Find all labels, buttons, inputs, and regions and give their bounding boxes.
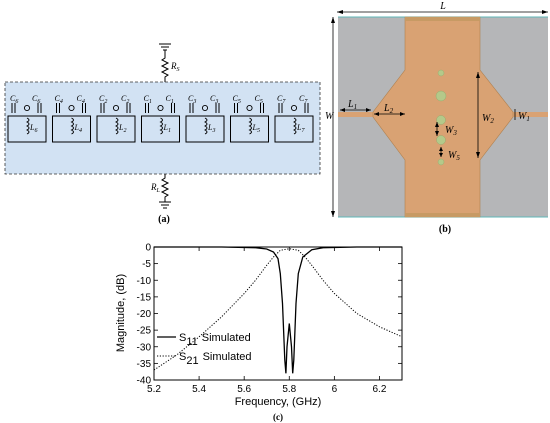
- inductor-label: L3: [207, 123, 215, 134]
- chart-curves: [153, 246, 403, 374]
- capacitor-label: C5: [255, 94, 263, 105]
- ground-symbol-top: [159, 43, 171, 55]
- capacitor-label: C1: [166, 94, 174, 105]
- inductor-label: L2: [118, 123, 126, 134]
- y-tick-label: -35: [137, 359, 152, 370]
- inductor-label: L7: [296, 123, 305, 134]
- y-tick-label: 0: [145, 243, 151, 254]
- capacitor-label: C5: [233, 94, 241, 105]
- x-tick-label: 5.2: [147, 384, 161, 395]
- y-tick-label: -10: [137, 276, 152, 287]
- capacitor-label: C4: [77, 94, 85, 105]
- ground-symbol-bottom: [159, 201, 171, 209]
- dimension-W2-label: W2: [482, 113, 494, 125]
- capacitor-label: C2: [121, 94, 129, 105]
- x-tick-label: 6.2: [373, 384, 387, 395]
- load-resistor-label: RL: [150, 182, 161, 194]
- panel-b-caption: (b): [439, 224, 451, 235]
- y-tick-label: -25: [137, 326, 152, 337]
- dimension-L1-label: L1: [347, 99, 357, 111]
- panel-a-caption: (a): [158, 214, 170, 225]
- filter-layout: L W L1 L2 W2 W1 W3 W5 (b): [325, 1, 548, 235]
- via-holes: [435, 69, 447, 166]
- dimension-W5-label: W5: [448, 150, 460, 162]
- load-resistor: [160, 174, 170, 202]
- x-tick-label: 5.8: [282, 384, 296, 395]
- series-line-21: [153, 248, 403, 371]
- capacitor-label: C7: [277, 94, 286, 105]
- inductor-label: L4: [74, 123, 82, 134]
- dimension-W-label: W: [325, 111, 335, 122]
- dimension-L2-label: L2: [383, 103, 394, 115]
- y-tick-label: -15: [137, 292, 152, 303]
- x-axis-label: Frequency, (GHz): [235, 396, 322, 408]
- x-tick-label: 5.6: [237, 384, 251, 395]
- inductor-label: L6: [29, 123, 37, 134]
- y-tick-label: -5: [142, 259, 151, 270]
- x-tick-label: 5.4: [192, 384, 206, 395]
- capacitor-label: C6: [10, 94, 18, 105]
- y-tick-label: -40: [137, 376, 152, 387]
- dimension-L-label: L: [439, 1, 446, 12]
- y-tick-label: -20: [137, 309, 152, 320]
- feed-line-left: [338, 112, 373, 117]
- inductor-label: L5: [252, 123, 260, 134]
- axis-ticks: 5.2 5.4 5.6 5.8 6 6.2 0 -5 -10 -15 -20 -25 -30 -35 -40: [137, 243, 402, 395]
- capacitor-label: C4: [55, 94, 63, 105]
- dimension-W3-label: W3: [445, 125, 457, 137]
- source-resistor-label: RS: [170, 61, 180, 73]
- capacitor-label: C3: [188, 94, 196, 105]
- s-parameter-chart: 5.2 5.4 5.6 5.8 6 6.2 0 -5 -10 -15 -20 -25 -30 -35 -40…: [115, 243, 403, 422]
- panel-c-caption: (c): [273, 412, 283, 422]
- series-line-11: [154, 246, 402, 374]
- dimension-W1-label: W1: [518, 111, 530, 123]
- plot-frame: [153, 246, 403, 381]
- feed-line-right: [513, 112, 548, 117]
- x-tick-label: 6: [332, 384, 338, 395]
- capacitor-label: C1: [144, 94, 152, 105]
- inductor-label: L1: [163, 123, 171, 134]
- source-resistor: [160, 55, 170, 82]
- y-axis-label: Magnitude, (dB): [115, 274, 127, 352]
- capacitor-label: C6: [32, 94, 40, 105]
- capacitor-label: C3: [210, 94, 218, 105]
- capacitor-label: C2: [99, 94, 107, 105]
- y-tick-label: -30: [137, 342, 152, 353]
- capacitor-label: C7: [299, 94, 308, 105]
